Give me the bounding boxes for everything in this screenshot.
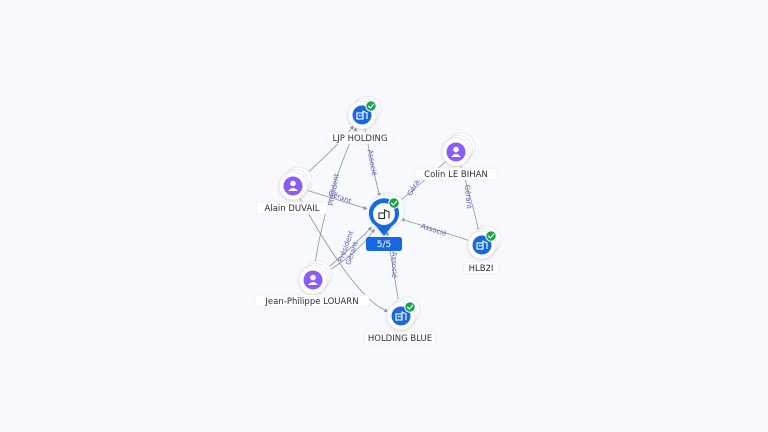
verified-check-icon	[388, 197, 400, 209]
node-hblue[interactable]: HOLDING BLUE	[363, 296, 437, 345]
edge-label: Associé	[390, 252, 398, 278]
building-icon	[395, 311, 407, 321]
node-avatar	[352, 105, 372, 125]
building-icon	[356, 110, 368, 120]
node-label-box	[255, 201, 329, 215]
score-badge-text: 5/5	[377, 240, 391, 250]
node-ljp[interactable]: LJP HOLDING	[326, 95, 394, 145]
edge-label: Associé	[366, 149, 378, 176]
node-label-box	[414, 167, 498, 181]
node-label-text: Jean-Philippe LOUARN	[264, 297, 358, 307]
nodes-layer: 5/5 LJP HOLDING Colin LE BIHAN Alain DUVAIL…	[254, 95, 502, 345]
node-center[interactable]: 5/5	[366, 192, 406, 251]
verified-check-icon	[365, 100, 377, 112]
verified-check-icon	[485, 230, 497, 242]
node-label-hblue: HOLDING BLUE	[363, 331, 437, 345]
edge-label: Gérant	[463, 184, 473, 209]
node-label-text: HOLDING BLUE	[368, 334, 432, 344]
node-label-box	[463, 261, 499, 275]
node-avatar	[391, 306, 411, 326]
node-label-box	[254, 294, 370, 308]
node-label-hlb2i: HLB2I	[463, 261, 499, 275]
node-label-text: HLB2I	[469, 264, 494, 274]
node-label-text: LJP HOLDING	[333, 134, 388, 144]
node-label-alain: Alain DUVAIL	[255, 201, 329, 215]
building-icon	[378, 209, 390, 220]
building-icon	[476, 240, 488, 250]
score-badge	[366, 237, 402, 251]
node-label-box	[326, 131, 394, 145]
node-hlb2i[interactable]: HLB2I	[463, 225, 502, 275]
node-colin[interactable]: Colin LE BIHAN	[414, 132, 498, 181]
node-avatar	[472, 235, 492, 255]
node-label-jp: Jean-Philippe LOUARN	[254, 294, 370, 308]
node-alain[interactable]: Alain DUVAIL	[255, 166, 329, 215]
node-jp[interactable]: Jean-Philippe LOUARN	[254, 260, 370, 308]
person-icon	[451, 146, 461, 157]
edge-label: Associé	[420, 222, 448, 238]
node-label-box	[363, 331, 437, 345]
edge-label: Président	[327, 173, 341, 207]
node-label-text: Colin LE BIHAN	[424, 170, 488, 180]
node-label-text: Alain DUVAIL	[265, 204, 320, 214]
verified-check-icon	[404, 301, 416, 313]
node-label-ljp: LJP HOLDING	[326, 131, 394, 145]
person-icon	[308, 274, 318, 285]
person-icon	[288, 180, 298, 191]
node-label-colin: Colin LE BIHAN	[414, 167, 498, 181]
